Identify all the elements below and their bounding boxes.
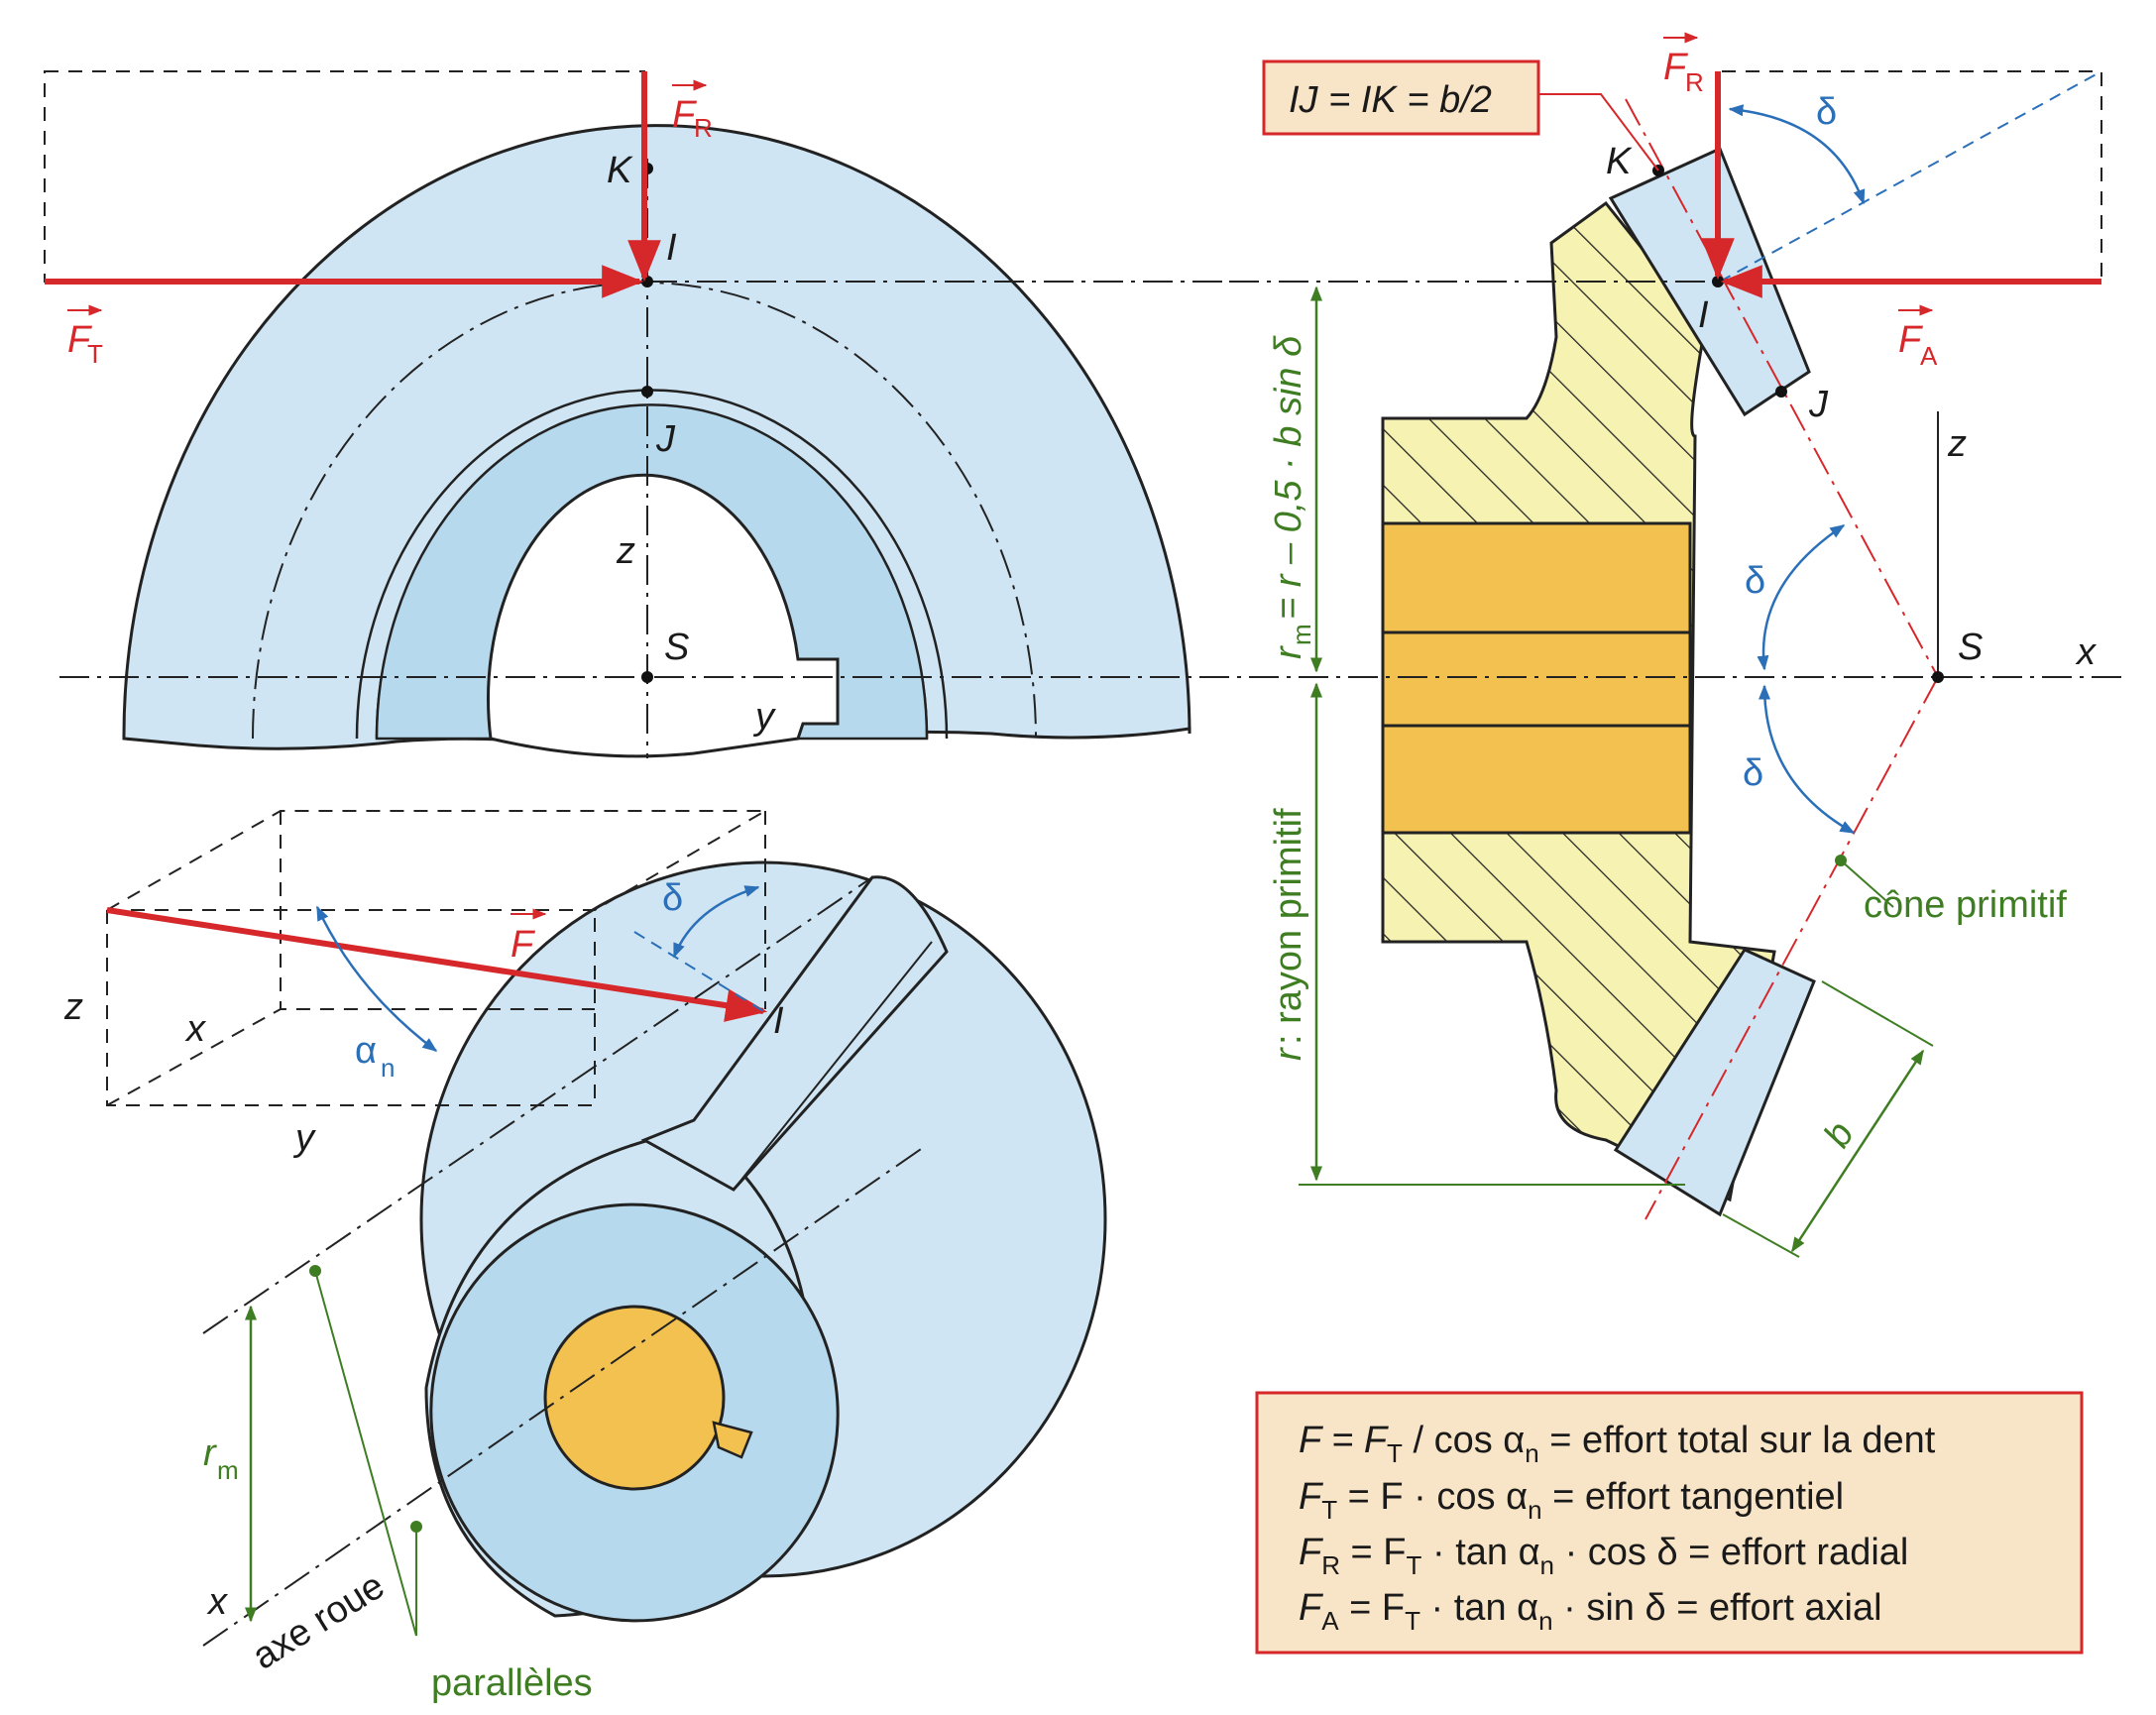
iso-delta-arc: [672, 885, 760, 959]
delta-arc-mid: [1757, 523, 1846, 671]
label-S-front: S: [664, 627, 689, 668]
cone-upper-line: [1625, 98, 1939, 678]
svg-text:FR = FT · tan αn · cos δ = eff: FR = FT · tan αn · cos δ = effort radial: [1299, 1532, 1908, 1580]
label-I-side: I: [1698, 294, 1709, 336]
label-FA-side: F A: [1898, 304, 1938, 371]
label-z-front: z: [616, 530, 635, 572]
svg-text:= r – 0,5 · b sin δ: = r – 0,5 · b sin δ: [1268, 335, 1309, 620]
label-rm-formula: r m = r – 0,5 · b sin δ: [1268, 335, 1316, 659]
label-r-primitif: r : rayon primitif: [1268, 808, 1309, 1061]
cone-lower-line: [1645, 676, 1939, 1220]
svg-text:F: F: [1663, 47, 1688, 88]
svg-text:FT = F · cos αn = effort tange: FT = F · cos αn = effort tangentiel: [1299, 1476, 1844, 1525]
label-F-iso: F: [511, 908, 547, 966]
formula-box: F = FT / cos αn = effort total sur la de…: [1255, 1391, 2084, 1655]
label-y-iso: y: [292, 1117, 316, 1159]
svg-text:n: n: [381, 1053, 395, 1083]
bore-opening: [487, 473, 840, 758]
label-delta-low: δ: [1743, 752, 1763, 794]
point-S-side: [1932, 671, 1944, 683]
label-alpha-iso: α n: [355, 1030, 395, 1083]
iso-dashed-box: [106, 810, 766, 1106]
label-I-front: I: [666, 227, 677, 269]
label-paralleles: parallèles: [431, 1662, 593, 1704]
svg-text:R: R: [694, 113, 713, 143]
svg-text:F: F: [67, 319, 92, 361]
label-FR-side: F R: [1663, 32, 1704, 97]
iso-blue-dashed: [633, 931, 764, 1012]
label-S-side: S: [1958, 627, 1983, 668]
front-view: F R F T K I J z S y: [44, 70, 1249, 758]
blue-dashed: [1719, 70, 2102, 283]
tooth-bottom: [1613, 948, 1816, 1217]
label-rm-iso: r m: [203, 1432, 239, 1485]
svg-text:α: α: [355, 1030, 377, 1072]
point-I-side: [1712, 276, 1724, 287]
label-I-iso: I: [773, 1000, 784, 1042]
delta-arc-top: [1728, 104, 1866, 205]
svg-text:F: F: [1898, 319, 1923, 361]
svg-text:r: r: [1268, 645, 1309, 659]
formula-line-2: FT = F · cos αn = effort tangentiel: [1299, 1476, 1844, 1525]
label-y-front: y: [752, 696, 776, 738]
dim-b: [1790, 1049, 1925, 1253]
label-axe-roue: axe roue: [246, 1565, 393, 1678]
svg-text:FA = FT · tan αn · sin δ = eff: FA = FT · tan αn · sin δ = effort axial: [1299, 1587, 1882, 1636]
iso-alpha-arc: [315, 905, 438, 1052]
upper-parallel-line: [202, 876, 873, 1334]
svg-text:r: r: [1268, 1047, 1309, 1061]
label-z-iso: z: [63, 986, 83, 1028]
side-view: IJ = IK = b/2 F R F A K I J z S x δ δ δ …: [1229, 32, 2121, 1258]
svg-text:: rayon primitif: : rayon primitif: [1268, 808, 1309, 1045]
label-x-iso: x: [184, 1008, 207, 1050]
paralleles-leader: [314, 1270, 417, 1637]
label-J-front: J: [655, 418, 676, 460]
svg-text:F = FT / cos αn = effort total: F = FT / cos αn = effort total sur la de…: [1299, 1420, 1936, 1468]
svg-text:m: m: [1287, 624, 1316, 645]
label-delta-mid: δ: [1745, 560, 1765, 602]
label-FT-front: F T: [67, 304, 103, 369]
iso-keyway: [712, 1421, 753, 1459]
label-x-bottom: x: [206, 1581, 229, 1623]
point-J-front: [641, 386, 653, 398]
iso-bore: [543, 1305, 726, 1491]
label-FR-front: F R: [672, 79, 713, 143]
label-delta-iso: δ: [662, 877, 683, 919]
svg-text:F: F: [511, 924, 535, 966]
label-x-side: x: [2075, 631, 2098, 673]
point-S-front: [641, 671, 653, 683]
iso-tooth: [640, 875, 949, 1192]
label-b: b: [1816, 1115, 1863, 1155]
label-K-side: K: [1606, 141, 1633, 182]
svg-text:R: R: [1685, 67, 1704, 97]
ij-box: IJ = IK = b/2: [1262, 59, 1659, 172]
tooth-top: [1608, 146, 1811, 417]
formula-line-3: FR = FT · tan αn · cos δ = effort radial: [1299, 1532, 1908, 1580]
iso-view: F δ α n I z x y r m x axe roue parallèle…: [63, 810, 1107, 1704]
svg-text:T: T: [87, 339, 103, 369]
label-J-side: J: [1808, 384, 1829, 425]
formula-line-1: F = FT / cos αn = effort total sur la de…: [1299, 1420, 1936, 1468]
label-z-side: z: [1947, 423, 1967, 465]
axe-roue-line: [202, 1144, 928, 1647]
label-K-front: K: [607, 150, 633, 191]
delta-arc-low: [1759, 684, 1856, 835]
label-delta-top: δ: [1816, 91, 1837, 133]
svg-text:IJ = IK = b/2: IJ = IK = b/2: [1289, 79, 1492, 121]
svg-text:F: F: [672, 94, 697, 136]
point-J-side: [1775, 386, 1787, 398]
label-cone: cône primitif: [1864, 884, 2067, 926]
svg-text:A: A: [1920, 341, 1938, 371]
svg-text:r: r: [203, 1432, 217, 1474]
formula-line-4: FA = FT · tan αn · sin δ = effort axial: [1299, 1587, 1882, 1636]
svg-text:m: m: [217, 1455, 239, 1485]
